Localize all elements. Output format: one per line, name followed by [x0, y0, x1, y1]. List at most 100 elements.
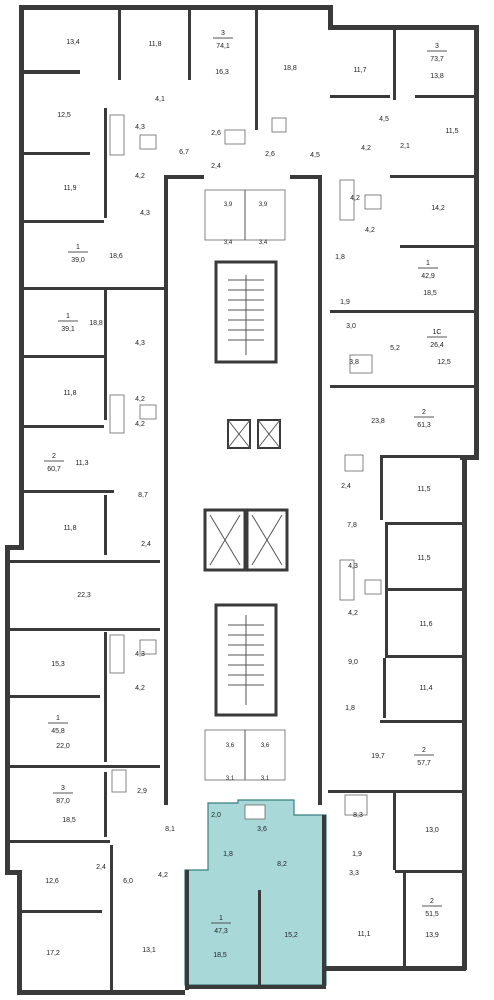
- room-label: 11,4: [419, 685, 432, 692]
- room-label: 5,2: [390, 345, 400, 352]
- apartment-marker-highlighted[interactable]: 147,3: [211, 915, 231, 935]
- apartment-marker[interactable]: 139,1: [58, 313, 78, 333]
- room-label: 2,6: [265, 151, 275, 158]
- room-label: 3,6: [226, 743, 235, 749]
- room-label: 3,4: [224, 240, 233, 246]
- room-label: 12,5: [57, 112, 71, 119]
- svg-text:87,0: 87,0: [56, 798, 70, 805]
- room-label: 2,9: [137, 788, 147, 795]
- apartment-marker[interactable]: 257,7: [414, 747, 434, 767]
- room-label: 12,5: [437, 359, 451, 366]
- svg-text:26,4: 26,4: [430, 342, 444, 349]
- room-label: 2,4: [141, 541, 151, 548]
- svg-text:45,8: 45,8: [51, 728, 65, 735]
- apartment-marker[interactable]: 260,7: [44, 453, 64, 473]
- room-label: 3,1: [261, 776, 270, 782]
- svg-text:57,7: 57,7: [417, 760, 431, 767]
- svg-text:51,5: 51,5: [425, 911, 439, 918]
- room-label: 4,3: [135, 651, 145, 658]
- room-label: 11,8: [63, 525, 76, 532]
- room-label: 19,7: [371, 753, 385, 760]
- bathroom-fixtures: [109, 114, 382, 820]
- svg-text:2: 2: [430, 898, 434, 905]
- apartment-marker[interactable]: 145,8: [48, 715, 68, 735]
- room-label: 11,1: [357, 931, 370, 938]
- room-label: 18,8: [89, 320, 103, 327]
- svg-text:1: 1: [219, 915, 223, 922]
- room-label: 4,3: [135, 340, 145, 347]
- room-label: 17,2: [46, 950, 60, 957]
- room-label: 3,4: [259, 240, 268, 246]
- room-label: 22,3: [77, 592, 91, 599]
- room-label: 11,8: [63, 390, 76, 397]
- room-label: 3,6: [257, 826, 267, 833]
- room-label: 1,9: [352, 851, 362, 858]
- room-label: 1,8: [335, 254, 345, 261]
- room-label: 4,2: [365, 227, 375, 234]
- svg-text:2: 2: [422, 747, 426, 754]
- room-label: 18,5: [423, 290, 437, 297]
- room-label: 13,4: [66, 39, 80, 46]
- room-label: 2,0: [211, 812, 221, 819]
- apartment-marker[interactable]: 251,5: [422, 898, 442, 918]
- room-label: 2,6: [211, 130, 221, 137]
- room-label: 9,0: [348, 659, 358, 666]
- apartment-marker[interactable]: 142,9: [418, 260, 438, 280]
- room-label: 8,7: [138, 492, 148, 499]
- svg-text:1: 1: [66, 313, 70, 320]
- room-label: 16,3: [215, 69, 229, 76]
- apartment-marker[interactable]: 261,3: [414, 409, 434, 429]
- room-label: 4,2: [135, 173, 145, 180]
- room-label: 4,2: [135, 396, 145, 403]
- exterior-walls: [5, 5, 479, 995]
- apartment-marker[interactable]: 374,1: [213, 30, 233, 50]
- room-label: 2,1: [400, 143, 410, 150]
- room-label: 4,3: [135, 124, 145, 131]
- room-label: 4,3: [140, 210, 150, 217]
- room-label: 13,9: [425, 932, 439, 939]
- room-label: 3,1: [226, 776, 235, 782]
- room-label: 11,5: [417, 486, 430, 493]
- room-label: 11,5: [445, 128, 458, 135]
- room-label: 11,7: [353, 67, 366, 74]
- room-label: 6,0: [123, 878, 133, 885]
- svg-text:1: 1: [76, 244, 80, 251]
- apartment-marker[interactable]: 373,7: [427, 43, 447, 63]
- room-label: 11,5: [417, 555, 430, 562]
- room-label: 13,0: [425, 827, 439, 834]
- room-label: 2,4: [341, 483, 351, 490]
- interior-walls: [10, 10, 479, 990]
- core: [203, 189, 289, 781]
- room-label: 15,2: [284, 932, 298, 939]
- room-label: 11,9: [63, 185, 76, 192]
- highlighted-apartment[interactable]: [184, 799, 327, 986]
- apartment-marker[interactable]: 139,0: [68, 244, 88, 264]
- room-labels: 13,4 11,8 16,3 18,8 11,7 13,8 4,1 12,5 4…: [45, 39, 458, 959]
- room-label: 8,3: [353, 812, 363, 819]
- room-label: 4,5: [379, 116, 389, 123]
- svg-text:39,0: 39,0: [71, 257, 85, 264]
- room-label: 18,5: [213, 952, 227, 959]
- apartment-marker[interactable]: 387,0: [53, 785, 73, 805]
- room-label: 8,1: [165, 826, 175, 833]
- room-label: 18,6: [109, 253, 123, 260]
- room-label: 11,3: [75, 460, 88, 467]
- room-label: 4,2: [135, 421, 145, 428]
- room-label: 23,8: [371, 418, 385, 425]
- room-label: 6,7: [179, 149, 189, 156]
- room-label: 4,2: [361, 145, 371, 152]
- room-label: 1,9: [340, 299, 350, 306]
- svg-text:3: 3: [61, 785, 65, 792]
- svg-text:3: 3: [435, 43, 439, 50]
- room-label: 4,5: [310, 152, 320, 159]
- room-label: 3,8: [349, 359, 359, 366]
- room-label: 18,8: [283, 65, 297, 72]
- svg-text:2: 2: [422, 409, 426, 416]
- room-label: 4,1: [155, 96, 165, 103]
- room-label: 1,8: [223, 851, 233, 858]
- svg-text:74,1: 74,1: [216, 43, 230, 50]
- room-label: 8,2: [277, 861, 287, 868]
- room-label: 4,2: [135, 685, 145, 692]
